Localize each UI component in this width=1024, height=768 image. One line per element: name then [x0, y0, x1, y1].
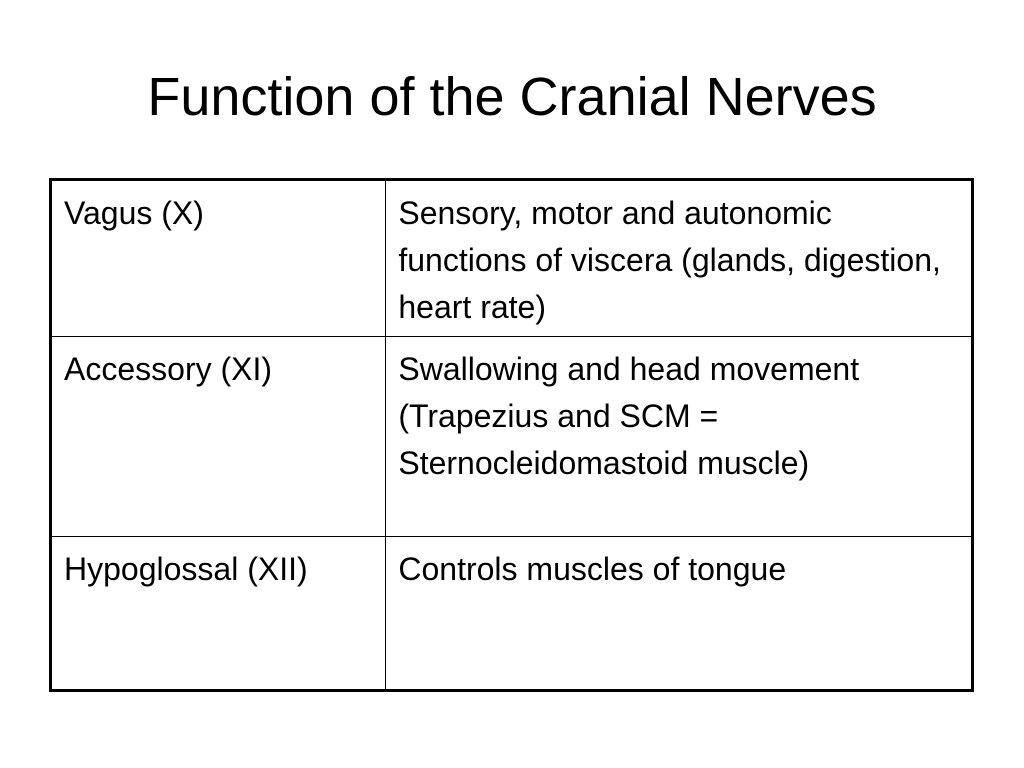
slide-title: Function of the Cranial Nerves — [147, 67, 877, 127]
table-row: Accessory (XI) Swallowing and head movem… — [49, 336, 973, 537]
table-row: Hypoglossal (XII) Controls muscles of to… — [49, 536, 973, 691]
nerve-function-cell: Sensory, motor and autonomic functions o… — [385, 179, 973, 337]
nerve-name-cell: Accessory (XI) — [49, 336, 387, 537]
nerve-name-cell: Vagus (X) — [49, 179, 387, 337]
table-row: Vagus (X) Sensory, motor and autonomic f… — [49, 179, 973, 337]
nerve-name-cell: Hypoglossal (XII) — [49, 536, 387, 691]
nerve-function-cell: Swallowing and head movement (Trapezius … — [385, 336, 973, 537]
nerve-function-cell: Controls muscles of tongue — [385, 536, 973, 691]
cranial-nerve-table: Vagus (X) Sensory, motor and autonomic f… — [49, 178, 974, 692]
